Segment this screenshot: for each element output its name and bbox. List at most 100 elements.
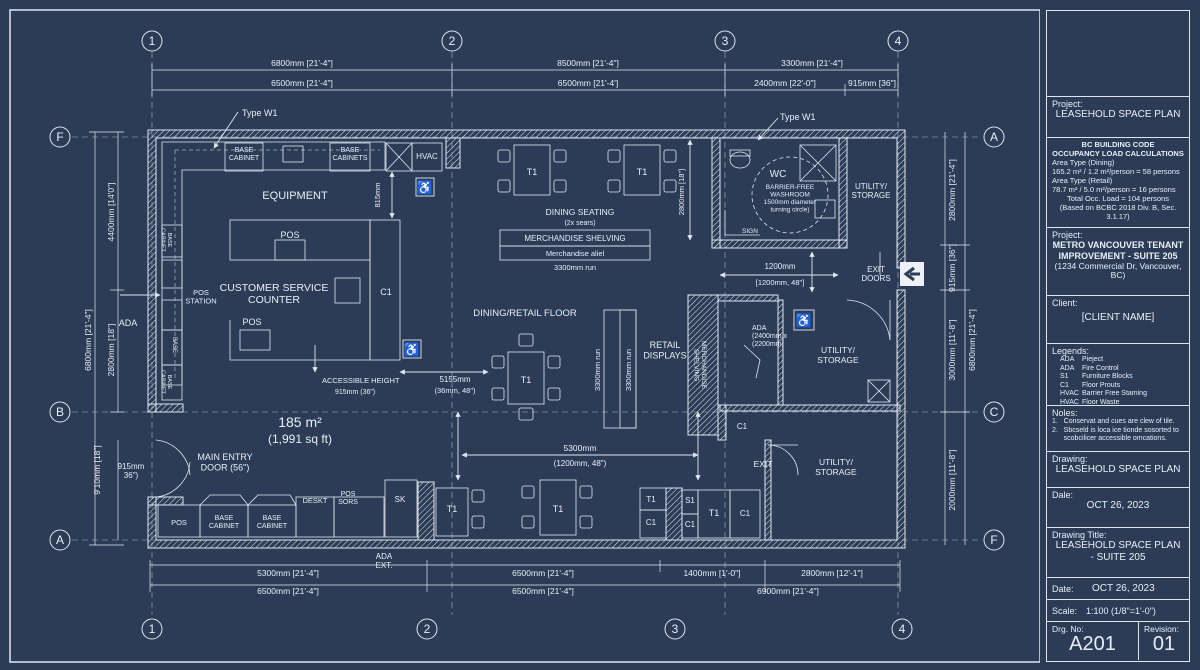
grid-col-label: 1 — [149, 34, 156, 48]
utility-storage-label: UTILITY/STORAGE — [815, 457, 857, 477]
tb-legend-desc: Floor Waste — [1082, 398, 1120, 406]
table-label: T1 — [521, 375, 532, 385]
tb-drawing-label: Drawing: — [1052, 454, 1088, 464]
tb-top-blank — [1047, 11, 1189, 96]
sheet-border — [9, 9, 1040, 663]
tb-scale: Scale: 1:100 (1/8"=1'-0") — [1047, 600, 1189, 622]
pos-label: POS — [280, 230, 299, 240]
grid-col-label: 3 — [722, 34, 729, 48]
dim-text: 3000mm [11'-8"] — [947, 319, 957, 380]
dim-text: 815mm — [373, 182, 382, 207]
tb-client-value: [CLIENT NAME] — [1081, 312, 1155, 323]
tb-project2-address: (1234 Commercial Dr, Vancouver, BC) — [1054, 261, 1182, 280]
tb-date1: Dale: OCT 26, 2023 — [1047, 488, 1189, 528]
tb-notes-list: 1. Conservat and cues are clew of tile.2… — [1052, 418, 1184, 444]
dim-text: 6800mm [21'-4"] — [83, 309, 93, 371]
merch-run-label: 3300mm run — [554, 263, 596, 272]
grid-row-label: A — [990, 130, 998, 144]
tb-drawing: Drawing: LEASEHOLD SPACE PLAN — [1047, 452, 1189, 488]
tb-client-label: Client: — [1052, 298, 1078, 308]
casework — [157, 141, 761, 539]
dining-tables — [435, 144, 677, 537]
tb-notes: Noles: 1. Conservat and cues are clew of… — [1047, 406, 1189, 452]
accessibility-symbols: ♿ ♿ ♿ — [402, 177, 815, 359]
tb-legend-desc: Floor Prouts — [1082, 381, 1121, 389]
dim-text: 1400mm [1'-0"] — [683, 568, 740, 578]
tb-legend-code: ADA — [1060, 364, 1075, 372]
tb-legend-desc: Barrier Free Staming — [1082, 390, 1147, 397]
dim-text: 6900mm [21'-4"] — [757, 586, 819, 596]
corridor-dim-label: 1200mm — [764, 262, 795, 271]
wc-label: WC — [770, 169, 787, 180]
tb-project: Project: LEASEHOLD SPACE PLAN — [1047, 96, 1189, 138]
aisle-dim-sub: (36mm, 48") — [434, 386, 476, 395]
grid-col-label: 2 — [424, 622, 431, 636]
tb-code-line: Area Type (Dining) — [1052, 158, 1115, 167]
grid-col-label: 4 — [899, 622, 906, 636]
tb-drg-rev: Drg. No: A201 Revision: 01 — [1047, 622, 1189, 660]
tb-legend-code: HVAC — [1060, 390, 1079, 397]
dim-text: 6500mm [21'-4"] — [271, 78, 333, 88]
ada-label: ADA — [119, 318, 138, 328]
exit-arrow-icon — [900, 262, 924, 286]
pos-label: POS — [242, 317, 261, 327]
grid-labels: 1 2 3 4 1 2 3 4 F B A A C F — [56, 34, 999, 636]
dim-text: 2800mm [21'-4"] — [947, 159, 957, 221]
type-w1-label: Type W1 — [242, 108, 278, 118]
desk-label: DESKT — [302, 496, 327, 505]
tb-code-line: Area Type (Retail) — [1052, 176, 1113, 185]
dim-text: 3300mm [21'-4"] — [781, 58, 843, 68]
tb-notes-label: Noles: — [1052, 408, 1078, 418]
merch-shelving-v-label: MERCHANDISESHELVING — [693, 341, 708, 390]
dim-text: 2800mm [12'-1"] — [801, 568, 863, 578]
aisle-dim-sub: (1200mm, 48") — [554, 459, 607, 468]
dim-text: 2800mm [18"] — [677, 169, 686, 215]
tb-note: scobcilicer accessible omcations. — [1052, 435, 1167, 442]
doors — [155, 299, 891, 498]
dimension-lines — [89, 64, 970, 592]
tb-occupancy: BC BUILDING CODE OCCUPANCY LOAD CALCULAT… — [1047, 138, 1189, 228]
grid-col-label: 1 — [149, 622, 156, 636]
corridor-dim-sub: [1200mm, 48"] — [756, 278, 805, 287]
type-w1-label: Type W1 — [780, 112, 816, 122]
tb-drawing-title-label: Drawing Title: — [1052, 530, 1107, 540]
dining-retail-floor-label: DINING/RETAIL FLOOR — [473, 308, 577, 319]
aisle-dim-label: 5155mm — [439, 375, 470, 384]
tb-rev-value: 01 — [1152, 633, 1176, 655]
tb-code-lines: Area Type (Dining)165.2 m² / 1.2 m²/pers… — [1052, 158, 1184, 221]
tb-client: Client: [CLIENT NAME] — [1047, 296, 1189, 344]
dim-text: 6500mm [21'-4"] — [512, 568, 574, 578]
title-block: Project: LEASEHOLD SPACE PLAN BC BUILDIN… — [1046, 10, 1190, 662]
c1-label: C1 — [740, 509, 751, 518]
interior-walls — [417, 137, 901, 541]
tb-code-line: 165.2 m² / 1.2 m²/person = 58 persons — [1052, 167, 1180, 176]
dim-text: 9'10mm [18"] — [92, 445, 102, 495]
svg-text:♿: ♿ — [417, 180, 433, 195]
table-label: T1 — [709, 508, 720, 518]
c1-label: C1 — [685, 520, 696, 529]
tb-date2-label: Date: — [1052, 583, 1074, 594]
dim-text: 6500mm [21'-4"] — [257, 586, 319, 596]
dim-text: 4400mm [14'0"] — [106, 183, 116, 242]
utility-storage-label: UTILITY/STORAGE — [852, 182, 891, 200]
grid-row-label: A — [56, 533, 64, 547]
floor-plan: ♿ ♿ ♿ 1 2 3 4 1 2 3 4 F B A A C F 6800mm… — [9, 9, 1040, 663]
dim-text: 6500mm [21'-4'] — [558, 78, 618, 88]
dim-text: 2400mm [22'-0"] — [754, 78, 816, 88]
run-label: 3300mm run — [624, 349, 633, 391]
aisle-dim-label: 5300mm — [563, 443, 596, 453]
tb-project-label: Project: — [1052, 99, 1083, 109]
